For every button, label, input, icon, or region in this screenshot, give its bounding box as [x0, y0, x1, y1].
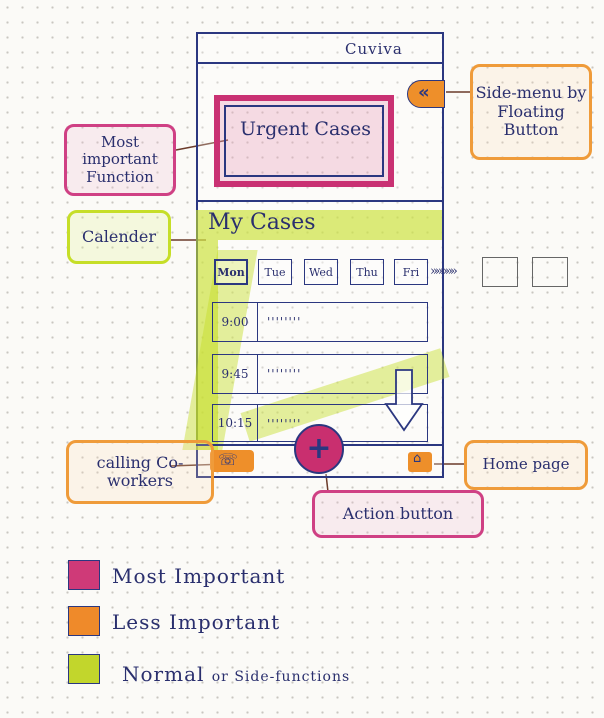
annotation-home-page: Home page	[464, 440, 588, 490]
call-coworkers-button[interactable]	[210, 450, 254, 472]
home-button[interactable]	[408, 452, 432, 472]
day-tab-tue[interactable]: Tue	[258, 259, 292, 285]
case-details: ''''''''	[267, 315, 302, 329]
legend-label-most: Most Important	[112, 564, 286, 588]
case-details: ''''''''	[267, 417, 302, 431]
case-details: ''''''''	[267, 367, 302, 381]
case-time: 9:45	[213, 355, 258, 393]
phone-icon: ☏	[218, 450, 239, 469]
my-cases-title: My Cases	[208, 210, 316, 235]
header-divider	[196, 62, 444, 64]
urgent-cases-button[interactable]	[214, 95, 394, 187]
case-time: 9:00	[213, 303, 258, 341]
offscreen-day-tab	[482, 257, 518, 287]
home-icon: ⌂	[413, 451, 422, 466]
annotation-calendar: Calender	[67, 210, 171, 264]
calendar-highlight-left	[196, 240, 218, 450]
legend-swatch-normal	[68, 654, 100, 684]
case-row[interactable]: 9:45 ''''''''	[212, 354, 428, 394]
legend-swatch-most	[68, 560, 100, 590]
double-chevron-left-icon: «	[418, 82, 430, 103]
calendar-highlight-top	[196, 210, 442, 240]
day-tab-thu[interactable]: Thu	[350, 259, 384, 285]
side-menu-floating-button[interactable]	[407, 80, 445, 108]
legend-label-normal-small: or Side-functions	[211, 669, 351, 685]
plus-icon: +	[306, 431, 332, 466]
section-divider	[196, 200, 444, 202]
app-title: Cuviva	[345, 40, 403, 58]
legend-label-less: Less Important	[112, 610, 281, 634]
arrow-down-icon[interactable]	[384, 368, 424, 432]
urgent-cases-label: Urgent Cases	[240, 118, 372, 140]
case-time: 10:15	[213, 405, 258, 441]
legend-label-normal: Normal or Side-functions	[122, 662, 350, 686]
annotation-calling: calling Co-workers	[66, 440, 214, 504]
legend-swatch-less	[68, 606, 100, 636]
annotation-side-menu: Side-menu by Floating Button	[470, 64, 592, 160]
case-row[interactable]: 9:00 ''''''''	[212, 302, 428, 342]
day-tab-fri[interactable]: Fri	[394, 259, 428, 285]
day-tab-wed[interactable]: Wed	[304, 259, 338, 285]
day-tab-mon[interactable]: Mon	[214, 259, 248, 285]
case-row[interactable]: 10:15 ''''''''	[212, 404, 428, 442]
offscreen-day-tab	[532, 257, 568, 287]
annotation-most-important: Most important Function	[64, 124, 176, 196]
action-button[interactable]	[294, 424, 344, 474]
annotation-action-button: Action button	[312, 490, 484, 538]
legend-label-normal-main: Normal	[122, 662, 205, 686]
more-days-arrows[interactable]: »»»»»	[430, 264, 458, 279]
